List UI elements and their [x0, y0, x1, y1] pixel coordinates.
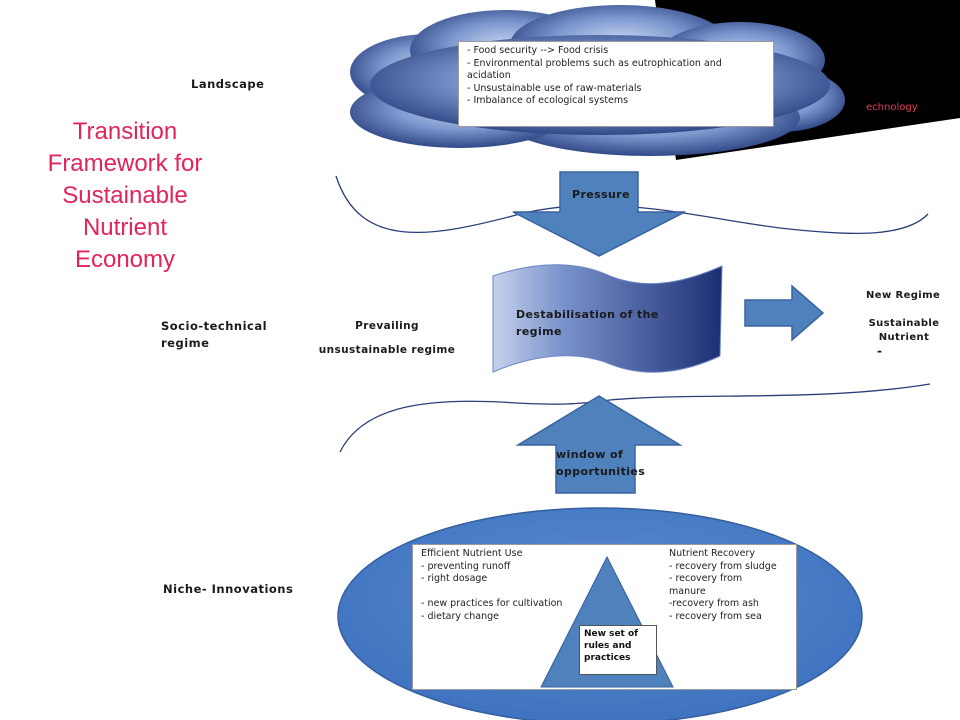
window-label: window of opportunities: [556, 448, 646, 478]
niche-left-item: - right dosage: [421, 573, 488, 584]
window-arrow: [515, 395, 683, 494]
niche-left-column: Efficient Nutrient Use - preventing runo…: [421, 548, 591, 623]
lower-wave-line: [339, 383, 931, 453]
landscape-text-box: - Food security --> Food crisis - Enviro…: [458, 41, 774, 127]
diagram-title: Transition Framework for Sustainable Nut…: [47, 118, 203, 273]
new-regime-title: New Regime: [866, 290, 941, 301]
level-socio-technical-label: Socio-technical regime: [161, 319, 268, 350]
technology-fragment: echnology: [866, 102, 918, 113]
landscape-item: - Environmental problems such as eutroph…: [467, 57, 722, 82]
niche-center-box: New set of rules and practices: [579, 625, 657, 675]
niche-right-title: Nutrient Recovery: [669, 548, 756, 559]
niche-right-item: - recovery from sludge: [669, 560, 777, 572]
pressure-label: Pressure: [572, 188, 630, 201]
niche-right-column: Nutrient Recovery - recovery from sludge…: [669, 548, 794, 623]
niche-right-item: - recovery from manure: [669, 573, 743, 597]
landscape-item: - Unsustainable use of raw-materials: [467, 82, 642, 94]
new-regime-dash: -: [877, 344, 882, 358]
new-regime-arrow: [744, 284, 825, 342]
destabilisation-label: Destabilisation of the regime: [516, 308, 659, 338]
landscape-box-lines: - Food security --> Food crisis - Enviro…: [467, 45, 765, 108]
landscape-item: - Imbalance of ecological systems: [467, 95, 629, 106]
pressure-arrow: [512, 171, 686, 257]
level-landscape-label: Landscape: [191, 77, 265, 91]
niche-left-title: Efficient Nutrient Use: [421, 548, 523, 559]
niche-text-box: Efficient Nutrient Use - preventing runo…: [412, 544, 797, 690]
destabilisation-flag: [492, 264, 723, 373]
niche-left-item: - preventing runoff: [421, 560, 511, 572]
niche-right-item: -recovery from ash: [669, 598, 759, 609]
niche-left-item: - new practices for cultivation: [421, 598, 563, 609]
prevailing-regime-label: Prevailing unsustainable regime: [318, 320, 456, 356]
level-niche-label: Niche- Innovations: [163, 582, 294, 596]
landscape-item: - Food security --> Food crisis: [467, 45, 609, 56]
new-regime-subtitle: Sustainable Nutrient: [868, 318, 940, 343]
niche-right-item: - recovery from sea: [669, 610, 762, 622]
niche-left-item: - dietary change: [421, 610, 500, 622]
niche-center-label: New set of rules and practices: [584, 629, 639, 663]
